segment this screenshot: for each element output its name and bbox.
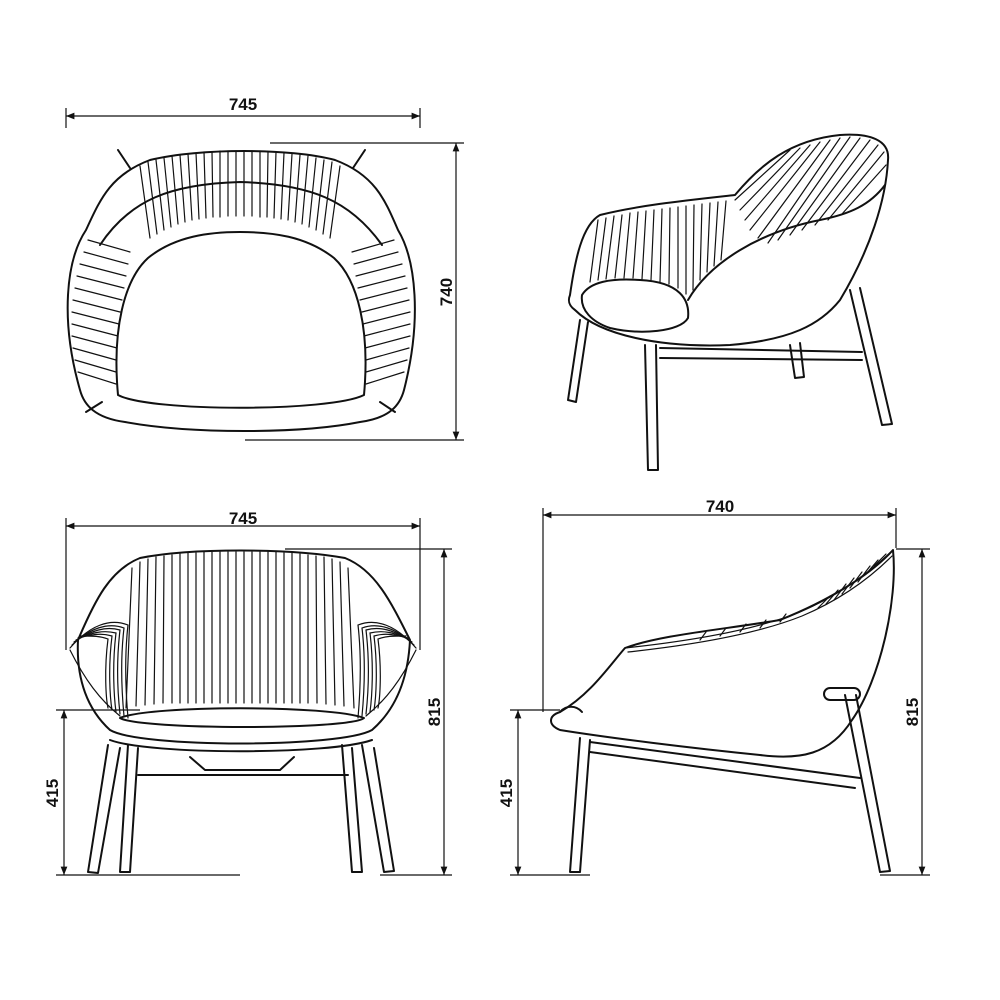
front-height-label: 815: [425, 698, 444, 726]
side-depth-dimension: 740: [542, 497, 897, 712]
front-view: 745 815 415: [43, 509, 452, 876]
perspective-side-slats: [589, 200, 727, 295]
side-seat-height-dimension: 415: [497, 709, 590, 876]
side-shell-slats: [624, 549, 894, 653]
perspective-back-slats: [734, 136, 887, 244]
side-height-dimension: 815: [880, 548, 930, 876]
side-seat-height-label: 415: [497, 779, 516, 807]
front-seat-height-label: 415: [43, 779, 62, 807]
front-seat-height-dimension: 415: [43, 709, 240, 876]
front-right-armrest: [357, 621, 417, 719]
top-depth-dimension: 740: [245, 142, 464, 441]
front-back-slats: [125, 551, 355, 709]
perspective-view: [567, 133, 893, 471]
top-width-dimension: 745: [65, 95, 421, 128]
side-height-label: 815: [903, 698, 922, 726]
top-view: 745 740: [65, 95, 464, 441]
front-width-label: 745: [229, 509, 257, 528]
top-side-slats: [71, 239, 411, 385]
top-width-label: 745: [229, 95, 257, 114]
front-height-dimension: 815: [285, 548, 452, 876]
side-depth-label: 740: [706, 497, 734, 516]
top-depth-label: 740: [437, 278, 456, 306]
top-back-slats: [139, 150, 341, 239]
front-left-armrest: [69, 621, 129, 719]
side-view: 740 815 415: [497, 497, 930, 876]
front-width-dimension: 745: [65, 509, 421, 650]
